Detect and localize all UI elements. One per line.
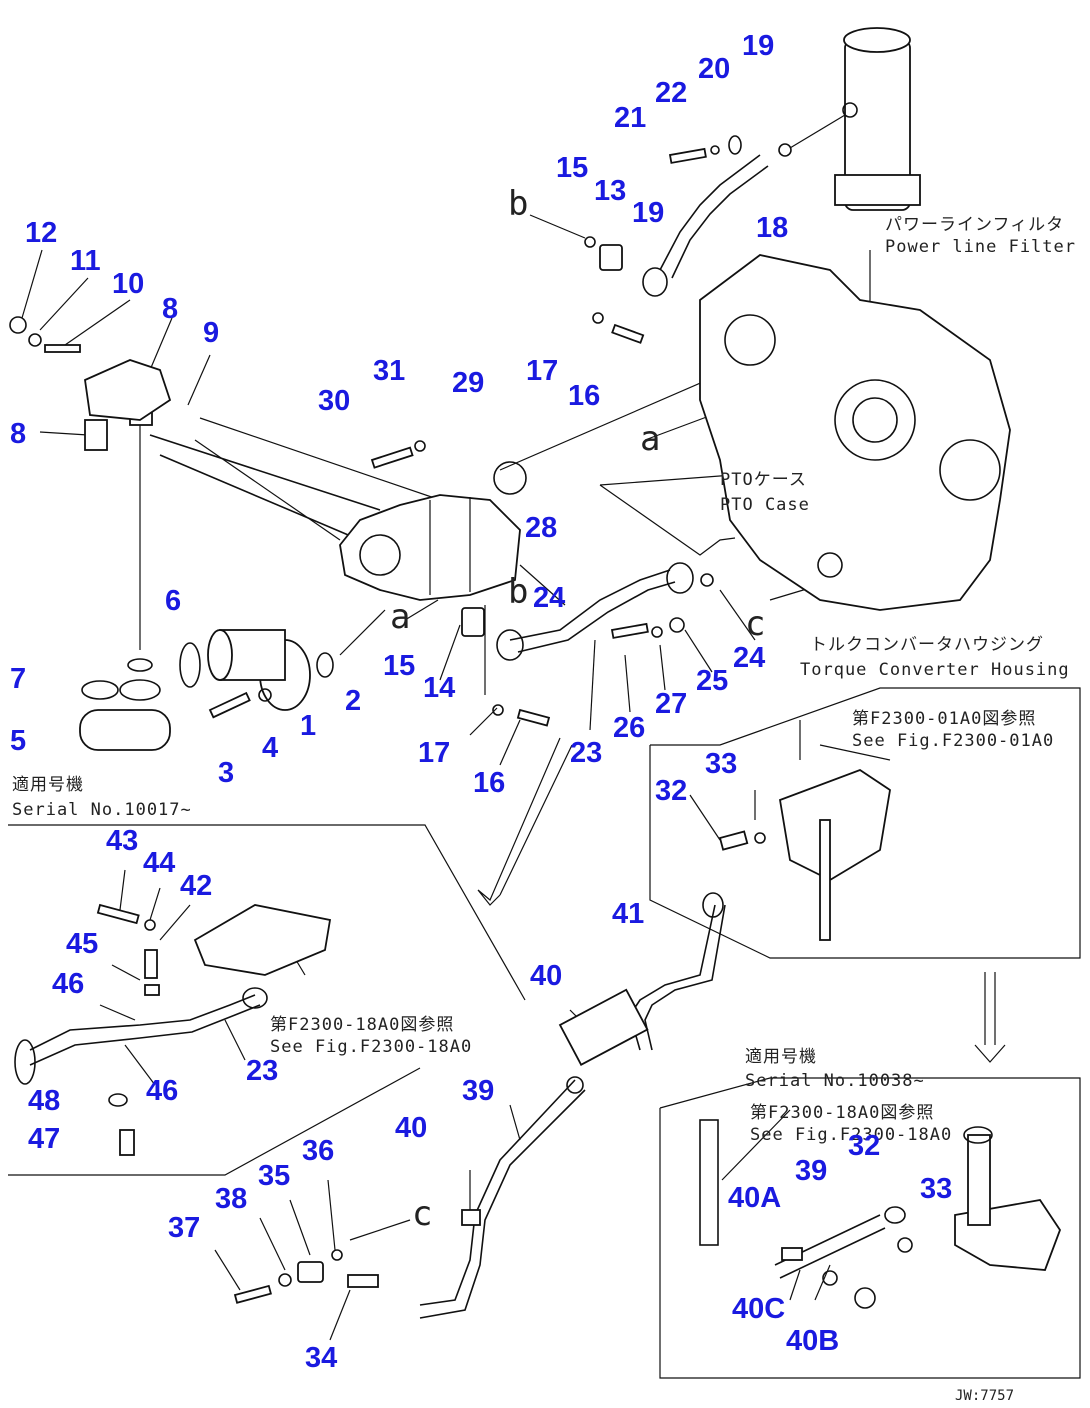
callout-8-left: 8 (10, 418, 26, 450)
callout-17-low: 17 (418, 737, 450, 769)
callout-19-top: 19 (742, 30, 774, 62)
callout-20: 20 (698, 53, 730, 85)
callout-numbers: 1 2 3 4 5 6 7 8 8 9 10 11 12 13 14 15 15… (10, 30, 952, 1374)
letter-b-pump: b (508, 572, 529, 612)
callout-43: 43 (106, 825, 138, 857)
callout-40-lower: 40 (395, 1112, 427, 1144)
callout-40C: 40C (732, 1293, 785, 1325)
callout-15-top: 15 (556, 152, 588, 184)
see-fig-01-label-jp: 第F2300-01A0図参照 (852, 709, 1036, 729)
callout-9: 9 (203, 317, 219, 349)
power-line-filter-label-en: Power line Filter (885, 237, 1076, 257)
pto-case-label-en: PTO Case (720, 495, 810, 515)
connector-letters: b a b a c c (390, 184, 766, 1234)
callout-15-mid: 15 (383, 650, 415, 682)
callout-30: 30 (318, 385, 350, 417)
callout-2: 2 (345, 685, 361, 717)
callout-34: 34 (305, 1342, 337, 1374)
pto-case-label-jp: PTOケース (720, 470, 807, 490)
callout-26: 26 (613, 712, 645, 744)
torque-converter-label-en: Torque Converter Housing (800, 660, 1070, 680)
callout-31: 31 (373, 355, 405, 387)
callout-13: 13 (594, 175, 626, 207)
letter-a-left: a (390, 597, 411, 637)
see-fig-01-label-en: See Fig.F2300-01A0 (852, 731, 1054, 751)
annotations: パワーラインフィルタ Power line Filter PTOケース PTO … (12, 215, 1076, 1404)
callout-14: 14 (423, 672, 455, 704)
callout-7: 7 (10, 663, 26, 695)
callout-17-top: 17 (526, 355, 558, 387)
callout-48: 48 (28, 1085, 60, 1117)
leader-lines (8, 114, 1081, 1379)
callout-24-right: 24 (733, 642, 765, 674)
callout-25: 25 (696, 665, 728, 697)
letter-b-top: b (508, 184, 529, 224)
parts (9, 27, 1062, 1309)
callout-12: 12 (25, 217, 57, 249)
letter-c-right: c (745, 604, 766, 644)
callout-10: 10 (112, 268, 144, 300)
callout-44: 44 (143, 847, 175, 879)
callout-19-mid: 19 (632, 197, 664, 229)
callout-42: 42 (180, 870, 212, 902)
callout-40-main: 40 (530, 960, 562, 992)
callout-29: 29 (452, 367, 484, 399)
see-fig-18b-label-en: See Fig.F2300-18A0 (750, 1125, 952, 1145)
callout-3: 3 (218, 757, 234, 789)
callout-40B: 40B (786, 1325, 839, 1357)
callout-45: 45 (66, 928, 98, 960)
see-fig-18-label-en: See Fig.F2300-18A0 (270, 1037, 472, 1057)
torque-converter-label-jp: トルクコンバータハウジング (810, 635, 1044, 655)
callout-35: 35 (258, 1160, 290, 1192)
callout-36: 36 (302, 1135, 334, 1167)
callout-33-lower: 33 (920, 1173, 952, 1205)
callout-32-lower: 32 (848, 1130, 880, 1162)
callout-41: 41 (612, 898, 644, 930)
callout-21: 21 (614, 102, 646, 134)
callout-24-top: 24 (533, 582, 565, 614)
power-line-filter-label-jp: パワーラインフィルタ (885, 215, 1064, 235)
callout-38: 38 (215, 1183, 247, 1215)
callout-39-main: 39 (462, 1075, 494, 1107)
serial-lower-label-jp: 適用号機 (745, 1047, 817, 1067)
callout-6: 6 (165, 585, 181, 617)
callout-46-b: 46 (146, 1075, 178, 1107)
serial-upper-label-jp: 適用号機 (12, 775, 84, 795)
callout-8-top: 8 (162, 293, 178, 325)
callout-32-upper: 32 (655, 775, 687, 807)
callout-39-inset: 39 (795, 1155, 827, 1187)
drawing-number: JW:7757 (955, 1388, 1014, 1404)
callout-18: 18 (756, 212, 788, 244)
callout-23-main: 23 (570, 737, 602, 769)
callout-22: 22 (655, 77, 687, 109)
callout-27: 27 (655, 688, 687, 720)
callout-5: 5 (10, 725, 26, 757)
callout-16-top: 16 (568, 380, 600, 412)
callout-37: 37 (168, 1212, 200, 1244)
callout-33-upper: 33 (705, 748, 737, 780)
callout-16-low: 16 (473, 767, 505, 799)
callout-46-a: 46 (52, 968, 84, 1000)
letter-c-lower: c (412, 1194, 433, 1234)
see-fig-18-label-jp: 第F2300-18A0図参照 (270, 1015, 454, 1035)
callout-11: 11 (70, 245, 101, 277)
callout-1: 1 (300, 710, 316, 742)
serial-lower-label-en: Serial No.10038~ (745, 1071, 925, 1091)
callout-40A: 40A (728, 1182, 781, 1214)
callout-47: 47 (28, 1123, 60, 1155)
callout-23-inset: 23 (246, 1055, 278, 1087)
callout-4: 4 (262, 732, 278, 764)
callout-28: 28 (525, 512, 557, 544)
letter-a-right: a (640, 419, 661, 459)
serial-upper-label-en: Serial No.10017~ (12, 800, 192, 820)
see-fig-18b-label-jp: 第F2300-18A0図参照 (750, 1103, 934, 1123)
